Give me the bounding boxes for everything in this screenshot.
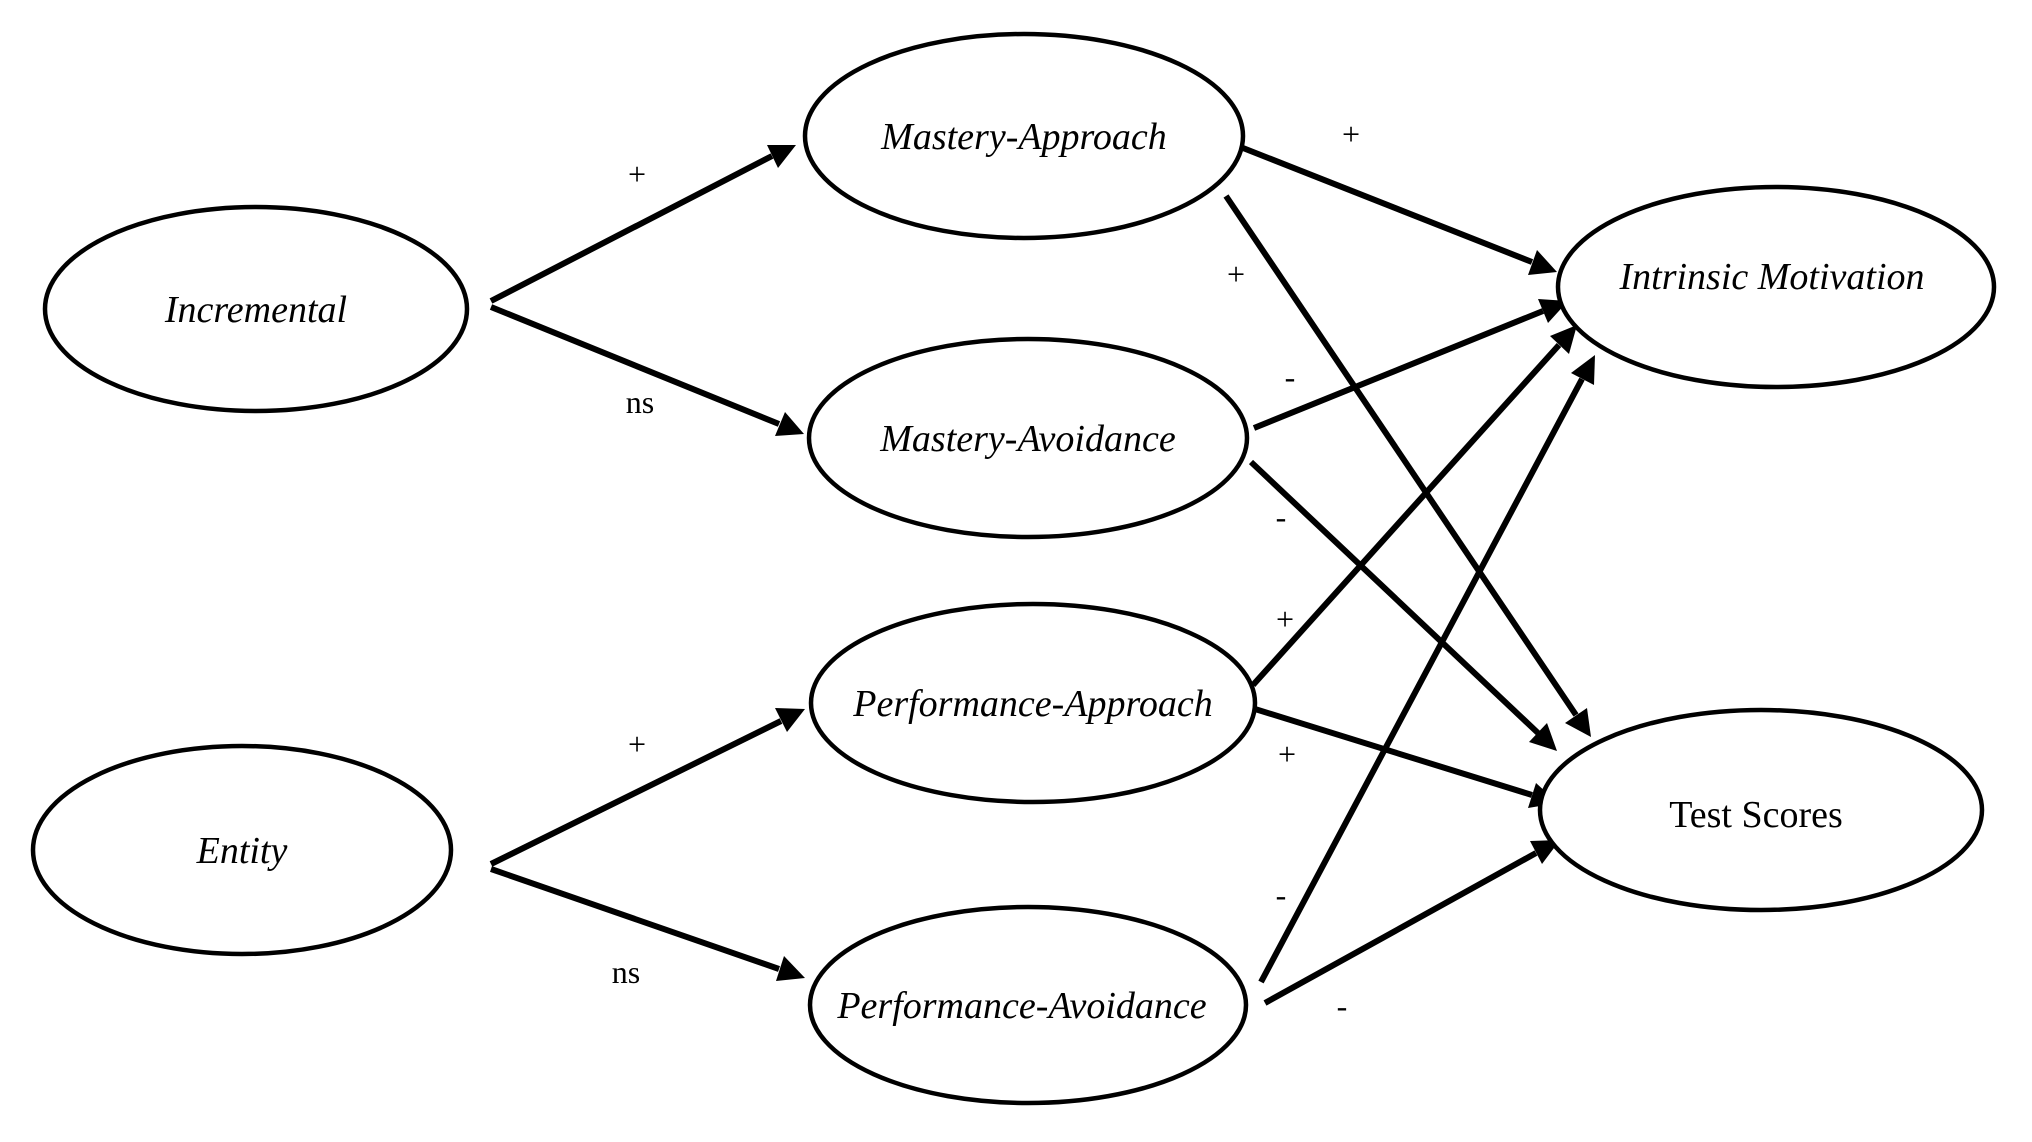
node-label-performance-approach: Performance-Approach xyxy=(852,683,1213,725)
node-mastery-approach: Mastery-Approach xyxy=(802,31,1246,241)
edge-entity-to-performance-avoidance xyxy=(490,866,805,981)
edge-sign-mastery-avoidance-test: - xyxy=(1276,499,1287,535)
edge-sign-performance-avoidance-test: - xyxy=(1337,988,1348,1024)
nodes-layer: Incremental Entity Mastery-Approach Mast… xyxy=(30,31,1997,1106)
edge-sign-incremental-mastery-approach: + xyxy=(628,156,646,192)
edge-performance-approach-to-test-scores xyxy=(1254,706,1558,808)
node-performance-avoidance: Performance-Avoidance xyxy=(807,904,1249,1106)
edge-mastery-avoidance-to-test-scores xyxy=(1248,459,1557,751)
edge-sign-mastery-approach-test: + xyxy=(1227,256,1245,292)
edge-incremental-to-mastery-avoidance xyxy=(489,304,804,436)
edges-layer xyxy=(489,145,1595,1006)
edge-mastery-avoidance-to-intrinsic-motivation xyxy=(1252,299,1568,431)
edge-sign-incremental-mastery-avoidance: ns xyxy=(626,384,654,420)
edge-sign-performance-approach-test: + xyxy=(1278,736,1296,772)
edge-sign-performance-avoidance-intrinsic: - xyxy=(1276,877,1287,913)
node-test-scores: Test Scores xyxy=(1537,707,1985,913)
edge-performance-avoidance-to-intrinsic-motivation xyxy=(1258,355,1595,984)
edge-performance-avoidance-to-test-scores xyxy=(1263,840,1560,1006)
edge-entity-to-performance-approach xyxy=(489,708,805,867)
node-label-mastery-avoidance: Mastery-Avoidance xyxy=(879,418,1176,460)
node-entity: Entity xyxy=(30,743,454,957)
node-label-incremental: Incremental xyxy=(164,289,347,331)
node-label-entity: Entity xyxy=(196,830,288,872)
edge-sign-mastery-avoidance-intrinsic: - xyxy=(1285,359,1296,395)
edge-sign-entity-performance-avoidance: ns xyxy=(612,954,640,990)
node-performance-approach: Performance-Approach xyxy=(808,601,1258,805)
node-label-mastery-approach: Mastery-Approach xyxy=(880,116,1167,158)
node-incremental: Incremental xyxy=(42,204,470,414)
node-label-test-scores: Test Scores xyxy=(1669,794,1843,836)
node-intrinsic-motivation: Intrinsic Motivation xyxy=(1555,184,1997,390)
edge-incremental-to-mastery-approach xyxy=(489,145,796,304)
edge-mastery-approach-to-intrinsic-motivation xyxy=(1241,145,1557,275)
node-label-performance-avoidance: Performance-Avoidance xyxy=(836,985,1206,1027)
node-label-intrinsic-motivation: Intrinsic Motivation xyxy=(1618,256,1924,298)
edge-labels-layer: + ns + ns + + - - + + - - xyxy=(612,116,1360,1024)
edge-sign-performance-approach-intrinsic: + xyxy=(1276,601,1294,637)
edge-mastery-approach-to-test-scores xyxy=(1223,194,1591,737)
edge-performance-approach-to-intrinsic-motivation xyxy=(1250,325,1577,688)
node-mastery-avoidance: Mastery-Avoidance xyxy=(806,336,1250,540)
edge-sign-mastery-approach-intrinsic: + xyxy=(1342,116,1360,152)
edge-sign-entity-performance-approach: + xyxy=(628,726,646,762)
